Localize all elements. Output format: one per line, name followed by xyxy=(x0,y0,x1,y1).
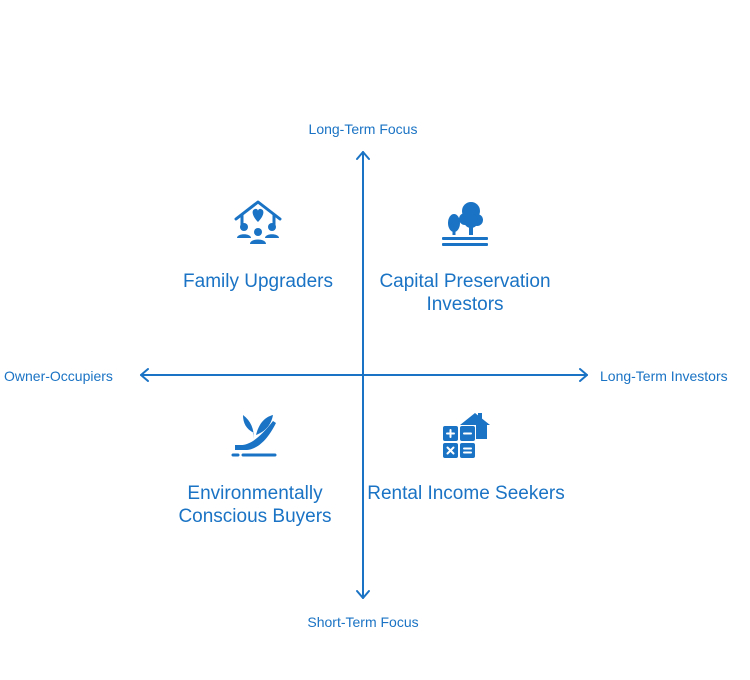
quadrant-label: Rental Income Seekers xyxy=(367,483,565,504)
calculator-house-icon xyxy=(443,413,490,458)
axis-label-top: Long-Term Focus xyxy=(308,121,418,137)
quadrant-label: Family Upgraders xyxy=(183,271,333,292)
arrow-up-icon xyxy=(356,151,370,160)
quadrant-label: Capital Preservation Investors xyxy=(379,271,551,315)
trees-icon xyxy=(442,202,488,246)
arrow-down-icon xyxy=(356,590,370,599)
plant-hand-icon xyxy=(231,415,277,457)
quadrant-bottom-left: Environmentally Conscious Buyers xyxy=(145,409,365,528)
axis-label-right: Long-Term Investors xyxy=(600,368,728,384)
quadrant-top-right: Capital Preservation Investors xyxy=(355,197,575,316)
quadrant-top-left: Family Upgraders xyxy=(148,197,368,293)
axis-label-bottom: Short-Term Focus xyxy=(307,614,419,630)
axis-label-left: Owner-Occupiers xyxy=(4,368,113,384)
quadrant-label: Environmentally Conscious Buyers xyxy=(178,483,332,527)
quadrant-bottom-right: Rental Income Seekers xyxy=(356,409,576,505)
arrow-left-icon xyxy=(140,368,149,382)
family-house-icon xyxy=(234,200,282,244)
arrow-right-icon xyxy=(579,368,588,382)
